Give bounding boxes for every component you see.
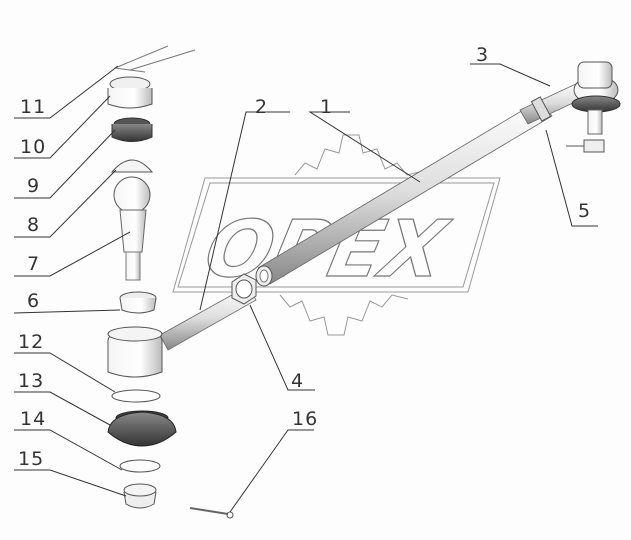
callout-5: 5	[578, 200, 592, 222]
callout-1: 1	[320, 96, 334, 118]
callout-14: 14	[20, 408, 47, 430]
tie-rod-end-part-2	[107, 285, 257, 378]
callout-16: 16	[292, 408, 319, 430]
callout-7: 7	[27, 253, 41, 275]
exploded-stack	[107, 45, 234, 519]
leader-lines	[13, 63, 598, 513]
callout-13: 13	[18, 370, 45, 392]
callout-6: 6	[27, 290, 41, 312]
callout-8: 8	[27, 214, 41, 236]
tube-part-1	[255, 99, 553, 287]
nut-part-4	[231, 273, 257, 305]
callout-9: 9	[27, 175, 41, 197]
callout-11: 11	[20, 96, 47, 118]
tie-rod-end-part-3	[519, 61, 621, 153]
callout-15: 15	[18, 448, 45, 470]
callout-12: 12	[18, 331, 45, 353]
callout-2: 2	[255, 96, 269, 118]
callout-10: 10	[20, 136, 47, 158]
callout-3: 3	[476, 44, 490, 66]
callout-4: 4	[291, 370, 305, 392]
